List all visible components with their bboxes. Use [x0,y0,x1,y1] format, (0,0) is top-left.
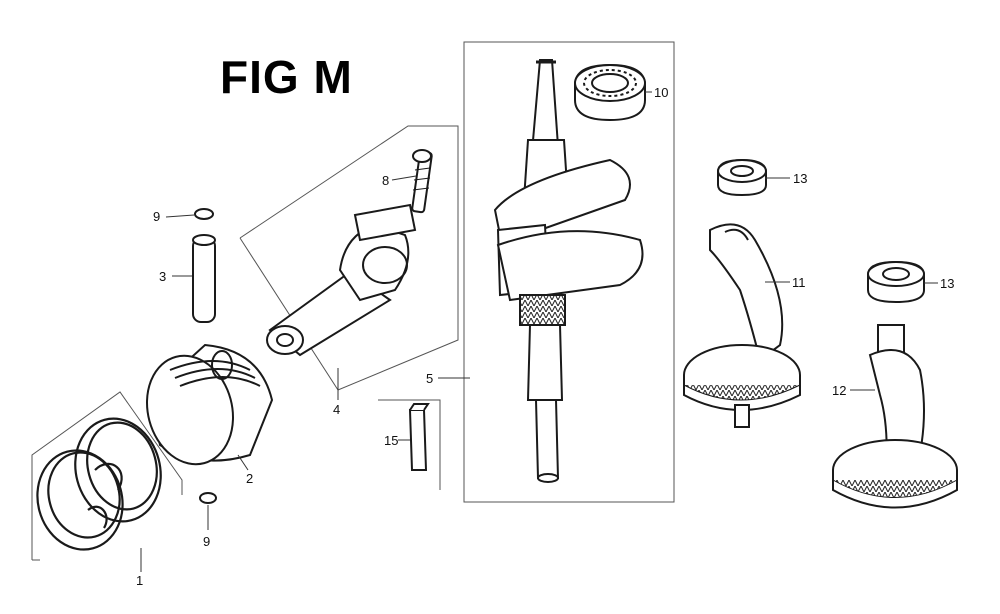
camshaft-bearing-upper [717,158,767,197]
callout-8: 8 [382,173,390,188]
callout-3: 3 [159,269,167,284]
connecting-rod [266,203,417,357]
callout-15: 15 [384,433,399,448]
key-box [378,399,441,490]
leader-lines [140,91,938,572]
connecting-rod-bolt [411,149,433,214]
callout-13-upper: 13 [793,171,808,186]
camshaft-gear-12 [832,324,958,509]
piston-ring-set-box [31,391,183,561]
crankshaft [493,59,644,483]
callout-10: 10 [654,85,669,100]
camshaft-gear-11 [683,223,801,428]
callout-4: 4 [333,402,341,417]
connecting-rod-box [239,125,459,391]
piston [146,343,274,466]
piston-pin-clip-top [194,208,214,220]
callout-9-top: 9 [153,209,161,224]
callout-1: 1 [136,573,144,588]
main-bearing [574,63,646,122]
callout-9-bottom: 9 [203,534,211,549]
callout-5: 5 [426,371,434,386]
camshaft-bearing-lower [867,260,925,304]
piston-pin-clip-bottom [199,492,217,504]
piston-rings [36,417,162,551]
figure-title: FIG M [220,51,353,103]
piston-pin [192,234,216,323]
callout-12: 12 [832,383,847,398]
key [408,403,430,471]
callout-11: 11 [792,275,806,290]
crankshaft-box [463,41,675,503]
callout-13-lower: 13 [940,276,955,291]
callout-2: 2 [246,471,254,486]
